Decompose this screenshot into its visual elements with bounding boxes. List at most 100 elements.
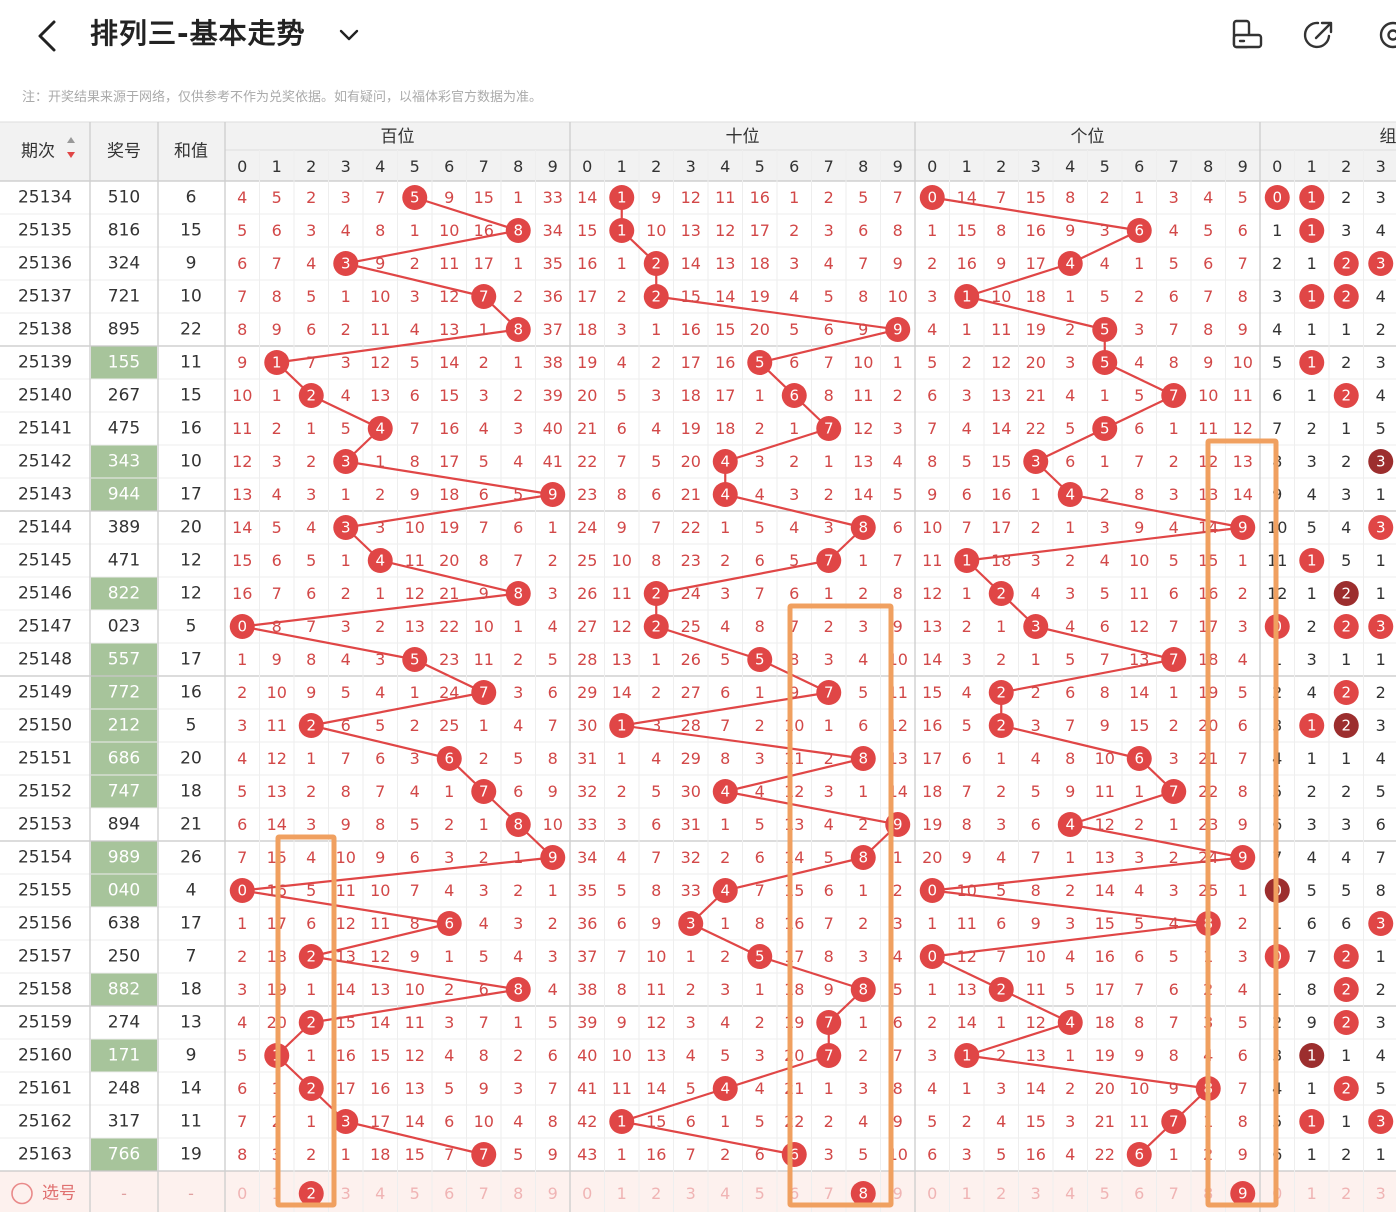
- miss-value: 3: [341, 617, 351, 636]
- miss-value: 19: [577, 353, 597, 372]
- sort-up-icon[interactable]: [67, 137, 75, 143]
- miss-value: 11: [1095, 782, 1115, 801]
- miss-value: 1: [479, 815, 489, 834]
- chevron-down-icon[interactable]: [336, 22, 362, 48]
- miss-value: 7: [1203, 287, 1213, 306]
- miss-value: 2: [927, 1013, 937, 1032]
- hit-number: 6: [1134, 1146, 1144, 1164]
- miss-value: 2: [1134, 815, 1144, 834]
- miss-value: 3: [893, 914, 903, 933]
- miss-value: 1: [824, 584, 834, 603]
- miss-value: 15: [715, 320, 735, 339]
- miss-value: 5: [893, 980, 903, 999]
- miss-value: 13: [439, 320, 459, 339]
- miss-value: 16: [1026, 1145, 1046, 1164]
- miss-value: 14: [1233, 485, 1253, 504]
- miss-value: 32: [577, 782, 597, 801]
- hit-number: 2: [651, 288, 661, 306]
- miss-value: 13: [646, 1046, 666, 1065]
- miss-value: 6: [548, 683, 558, 702]
- hit-number: 8: [513, 222, 523, 240]
- hit-ball: [954, 1043, 980, 1068]
- hit-number: 6: [789, 387, 799, 405]
- miss-value: 5: [1065, 650, 1075, 669]
- pick-label: 选号: [42, 1184, 76, 1204]
- hit-number: 3: [1031, 618, 1041, 636]
- hit-number: 6: [789, 1146, 799, 1164]
- screen-rotate-icon[interactable]: [1230, 18, 1264, 52]
- miss-value: 13: [1233, 452, 1253, 471]
- miss-value: 3: [479, 881, 489, 900]
- miss-value: 1: [962, 320, 972, 339]
- miss-value: 6: [410, 848, 420, 867]
- miss-value: 1: [927, 221, 937, 240]
- miss-value: 2: [1031, 518, 1041, 537]
- miss-value: 4: [893, 947, 903, 966]
- period-cell: 25155: [18, 881, 72, 901]
- miss-value: 7: [617, 452, 627, 471]
- trend-line: [311, 955, 519, 991]
- group-value: 4: [1376, 749, 1386, 768]
- hit-number: 4: [1065, 486, 1075, 504]
- pick-digit: 1: [1307, 1184, 1317, 1203]
- trend-line: [276, 328, 519, 364]
- miss-value: 3: [513, 419, 523, 438]
- miss-value: 1: [962, 584, 972, 603]
- miss-value: 13: [405, 617, 425, 636]
- pick-row[interactable]: [0, 1171, 1396, 1212]
- pick-radio-icon[interactable]: [11, 1182, 33, 1205]
- miss-value: 2: [479, 749, 489, 768]
- miss-value: 2: [444, 815, 454, 834]
- share-icon[interactable]: [1302, 18, 1336, 52]
- miss-value: 3: [858, 947, 868, 966]
- digit-header: 8: [858, 157, 868, 176]
- miss-value: 3: [893, 419, 903, 438]
- miss-value: 3: [444, 848, 454, 867]
- group-ball: [1333, 1076, 1359, 1101]
- miss-value: 7: [962, 782, 972, 801]
- miss-value: 8: [651, 551, 661, 570]
- digit-header: 5: [755, 157, 765, 176]
- hit-ball: [1161, 779, 1187, 804]
- pick-ball[interactable]: [1230, 1181, 1256, 1206]
- hit-ball: [609, 1109, 635, 1134]
- miss-value: 9: [1065, 221, 1075, 240]
- settings-icon[interactable]: [1376, 18, 1396, 52]
- miss-value: 1: [513, 254, 523, 273]
- group-value: 2: [1307, 419, 1317, 438]
- miss-value: 7: [858, 254, 868, 273]
- trend-line: [1104, 361, 1175, 397]
- miss-value: 18: [715, 419, 735, 438]
- miss-value: 2: [824, 188, 834, 207]
- trend-line: [310, 724, 450, 760]
- group-value: 1: [1376, 947, 1386, 966]
- hit-ball: [505, 317, 531, 342]
- miss-value: 9: [479, 584, 489, 603]
- header-sum: 和值: [174, 142, 208, 162]
- group-hit-number: 1: [1307, 717, 1317, 735]
- sum-cell: 16: [180, 683, 202, 703]
- miss-value: 4: [686, 1046, 696, 1065]
- miss-value: 1: [1238, 881, 1248, 900]
- pick-ball[interactable]: [298, 1181, 324, 1206]
- back-arrow-icon[interactable]: [30, 16, 66, 56]
- trend-line: [1069, 790, 1175, 826]
- miss-value: 25: [439, 716, 459, 735]
- sum-cell: 15: [180, 386, 202, 406]
- group-hit-number: 2: [1341, 288, 1351, 306]
- sum-cell: 21: [180, 815, 202, 835]
- pick-ball[interactable]: [850, 1181, 876, 1206]
- miss-value: 3: [306, 221, 316, 240]
- sort-down-icon[interactable]: [67, 152, 75, 158]
- miss-value: 1: [513, 617, 523, 636]
- miss-value: 1: [858, 551, 868, 570]
- pick-ball-number: 9: [1238, 1185, 1248, 1203]
- miss-value: 7: [755, 584, 765, 603]
- miss-value: 3: [513, 683, 523, 702]
- hit-number: 8: [513, 981, 523, 999]
- sum-cell: 17: [180, 485, 202, 505]
- miss-value: 14: [439, 353, 459, 372]
- page-title[interactable]: 排列三-基本走势: [90, 17, 306, 50]
- miss-value: 9: [341, 815, 351, 834]
- miss-value: 7: [410, 881, 420, 900]
